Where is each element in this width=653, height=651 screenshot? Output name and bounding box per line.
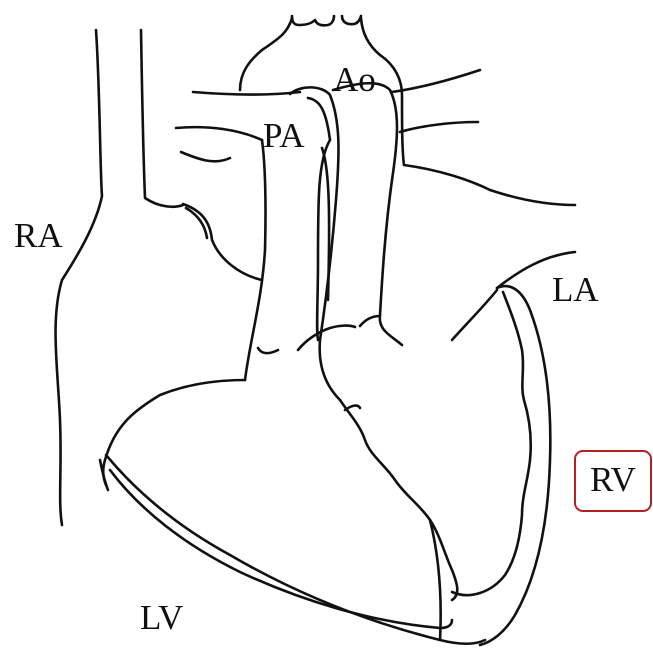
svc-left-wall [56,30,102,525]
rv-inner-wall [452,292,531,595]
lv-upper-wall [103,380,245,485]
aortic-branch-lower [400,122,478,132]
pa-branch-upper [176,127,262,140]
svc-right-wall [141,30,183,207]
arch-branch-right [342,16,361,24]
pa-left-wall [245,140,266,380]
pa-branch-lower [181,152,230,161]
septum-inner [345,406,360,410]
la-inner-edge [452,290,497,340]
arch-left-wall [240,18,292,90]
ascending-aorta-right [333,83,402,345]
label-ao: Ao [333,62,376,97]
la-upper-contour [404,165,575,205]
arch-branch-left [292,16,334,25]
pa-branch-vein-2 [186,208,207,238]
pa-top-line [193,92,300,95]
label-ra: RA [14,218,63,253]
valve-mid-cusp [298,326,355,350]
label-lv: LV [140,600,183,635]
pa-inner-right [322,148,329,300]
valve-right-cusp [360,316,380,326]
label-rv: RV [576,462,650,497]
label-pa: PA [263,118,305,153]
aortic-branch-upper [392,70,480,92]
label-la: LA [552,272,599,307]
valve-left-cusp [258,348,278,353]
rv-outer-wall [480,286,550,645]
rv-highlight-box: RV [574,450,652,512]
pa-trunk-left [308,98,330,140]
